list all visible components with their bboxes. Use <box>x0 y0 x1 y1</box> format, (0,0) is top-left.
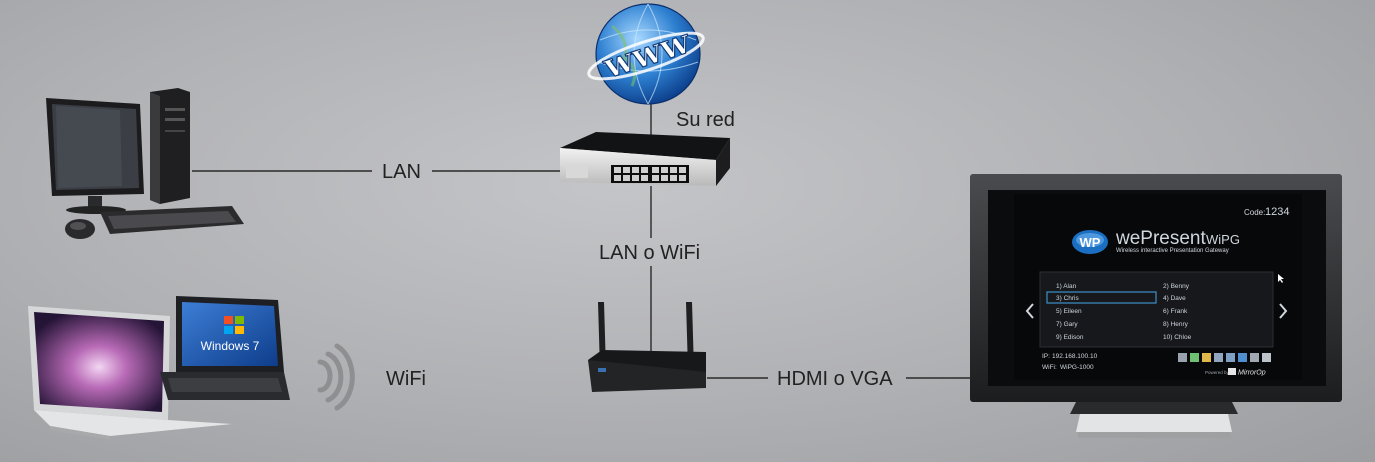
tv-mirrorop: MirrorOp <box>1238 370 1266 377</box>
hdmi-o-vga-label: HDMI o VGA <box>777 368 893 390</box>
desktop-computer-icon <box>46 88 244 239</box>
wifi-label: WiFi <box>386 368 426 390</box>
windows7-laptop-icon: Windows 7 <box>160 296 290 400</box>
internet-globe-icon: www <box>587 3 705 105</box>
mirrorop-logo-icon <box>1228 368 1236 375</box>
tv-user-item: 4) Dave <box>1163 295 1186 302</box>
tv-selected-user-highlight <box>1046 291 1157 304</box>
wifi-waves-icon <box>317 343 355 411</box>
tv-powered-by: Powered by <box>1205 370 1230 375</box>
tv-user-list: 1) Alan 2) Benny 3) Chris 4) Dave 5) Eil… <box>1056 283 1192 341</box>
su-red-label: Su red <box>676 109 735 131</box>
tv-user-item: 9) Edison <box>1056 334 1084 341</box>
tv-brand: wePresent <box>1115 228 1206 249</box>
tv-ip-label: IP: <box>1042 353 1050 360</box>
tv-user-item: 5) Eileen <box>1056 308 1082 315</box>
wipg-router-icon <box>588 302 706 392</box>
tv-code-value: 1234 <box>1265 206 1289 218</box>
tv-user-item: 8) Henry <box>1163 321 1189 328</box>
tv-chevron-left-icon <box>1025 303 1034 319</box>
tv-user-item: 6) Frank <box>1163 308 1188 315</box>
network-switch-icon <box>560 132 730 186</box>
macbook-laptop-icon <box>28 306 232 440</box>
tv-user-item: 10) Chloe <box>1163 334 1192 341</box>
windows-logo-icon <box>224 316 244 334</box>
tv-user-item: 2) Benny <box>1163 283 1190 290</box>
tv-ip-value: 192.168.100.10 <box>1052 353 1098 360</box>
lan-label: LAN <box>382 161 421 183</box>
tv-code-label: Code: <box>1244 208 1265 217</box>
tv-chevron-right-icon <box>1279 303 1288 319</box>
tv-function-icons <box>1178 353 1271 362</box>
windows7-text: Windows 7 <box>201 339 260 353</box>
tv-user-item: 7) Gary <box>1056 321 1078 328</box>
tv-cursor-icon <box>1278 274 1284 283</box>
lan-o-wifi-label: LAN o WiFi <box>599 242 701 264</box>
tv-display-icon: Code: 1234 WP wePresent WiPG Wireless in… <box>970 174 1342 438</box>
tv-tagline: Wireless interactive Presentation Gatewa… <box>1116 248 1229 254</box>
tv-user-item: 3) Chris <box>1056 295 1080 302</box>
tv-user-item: 1) Alan <box>1056 283 1077 290</box>
tv-model: WiPG <box>1206 232 1240 247</box>
tv-wifi-value: WiPG-1000 <box>1060 364 1094 371</box>
wepresent-logo-text: WP <box>1080 235 1101 250</box>
wepresent-logo-icon: WP <box>1072 230 1108 254</box>
tv-wifi-label: WiFi: <box>1042 364 1057 371</box>
connection-lines <box>192 100 970 379</box>
